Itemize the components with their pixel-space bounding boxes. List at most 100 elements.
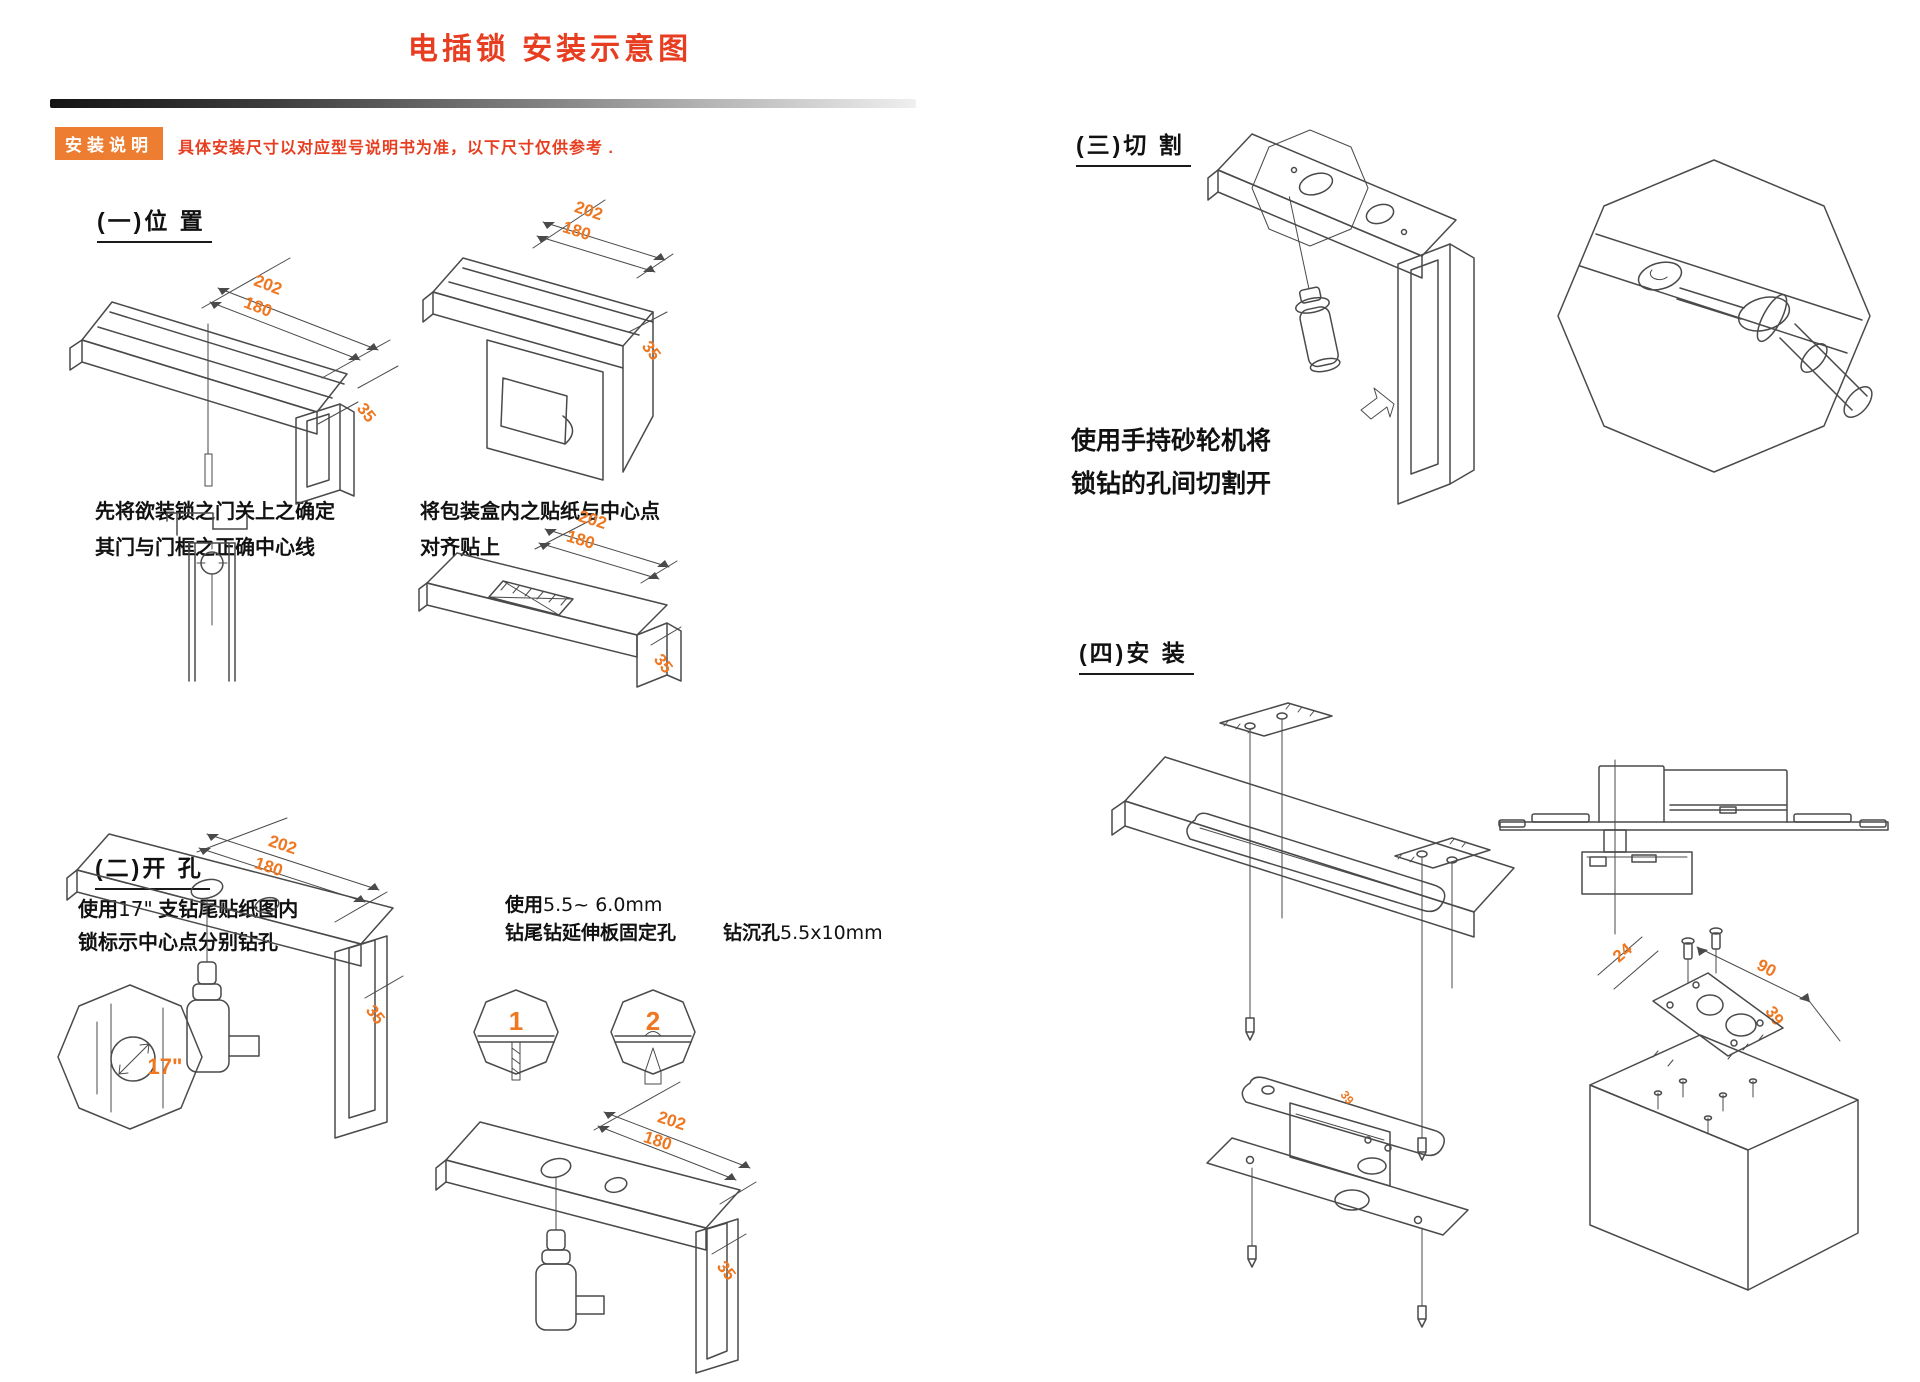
lock-body-side (1598, 765, 1788, 823)
grinder-tool (1288, 196, 1341, 373)
dim-35: 35 (650, 650, 677, 677)
caption-position-a-line2: 其门与门框之正确中心线 (95, 537, 315, 559)
detail-balloon-17: 17" (57, 984, 203, 1130)
caption-drilling-b-line2: 钻尾钻延伸板固定孔 (505, 923, 677, 944)
diagram-beam-sticker-top: 202 180 35 (418, 507, 682, 688)
caption-cutting: 使用手持砂轮机将 锁钻的孔间切割开 (1071, 420, 1271, 506)
gradient-divider (50, 99, 916, 108)
caption-position-b: 将包装盒内之贴纸与中心点 对齐贴上 (420, 494, 660, 566)
dimension-lines (201, 257, 399, 425)
diagram-install-exploded: 39 (1111, 702, 1515, 1328)
cut-lines (1676, 287, 1745, 320)
drill-tool (535, 1176, 605, 1331)
caption-drilling-b-pre: 使用 (505, 895, 544, 916)
drill-hole-1 (190, 878, 224, 900)
heading-cutting: (三)切 割 (1076, 126, 1191, 167)
frame-channel (1111, 756, 1515, 938)
dim-90: 90 (1754, 955, 1780, 981)
balloon-1-label: 1 (509, 1006, 523, 1036)
lock-hole-2 (1365, 203, 1395, 225)
caption-drilling-a-pre: 使用 (78, 899, 118, 921)
diagram-door-frame-plumbline: 202 180 35 (69, 257, 399, 505)
dim-35: 35 (713, 1257, 740, 1284)
dimension-lines (534, 516, 682, 646)
beam (418, 552, 682, 688)
drill-tool (186, 897, 260, 1073)
caption-drilling-c-pre: 钻沉孔 (723, 923, 781, 944)
dim-180: 180 (241, 293, 274, 321)
diagram-cutting-grinder (1207, 129, 1475, 505)
heading-position: (一)位 置 (97, 202, 212, 243)
hole-right (1737, 296, 1791, 332)
door-leaf (1589, 1034, 1859, 1291)
mount-plate-2 (1394, 837, 1491, 869)
bolt-and-strike (1581, 829, 1693, 895)
install-note-badge: 安装说明 (55, 127, 163, 160)
dimension-lines (532, 199, 674, 333)
dim-180: 180 (564, 527, 597, 553)
caption-cutting-line1: 使用手持砂轮机将 (1071, 427, 1272, 455)
long-screws (1245, 718, 1453, 1161)
caption-drilling-c: 钻沉孔5.5x10mm (723, 919, 883, 948)
diagram-drill-17inch: 17" 202 180 35 (57, 817, 404, 1139)
frame-slot (1186, 812, 1446, 913)
dim-180: 180 (560, 217, 593, 244)
dim-180: 180 (641, 1127, 674, 1154)
diagram-drill-bits: 1 2 (435, 989, 757, 1374)
door-frame-L (1207, 133, 1475, 505)
caption-drilling-a-line2: 锁标示中心点分别钻孔 (78, 932, 278, 954)
diagram-frame-cross-section (166, 512, 248, 682)
balloon-17-label: 17" (148, 1054, 183, 1079)
door-frame-beam (66, 833, 394, 1139)
balloon-outline (1557, 159, 1871, 473)
caption-drilling-b-num: 5.5~ 6.0mm (543, 894, 663, 916)
caption-position-b-line2: 对齐贴上 (420, 537, 500, 559)
dim-35: 35 (353, 399, 380, 426)
caption-position-a: 先将欲装锁之门关上之确定 其门与门框之正确中心线 (95, 494, 335, 566)
dim-35: 35 (638, 337, 665, 364)
detail-balloon-2: 2 (610, 989, 696, 1085)
install-note-text: 具体安装尺寸以对应型号说明书为准，以下尺寸仅供参考 . (178, 140, 614, 157)
plate-screws (1681, 927, 1723, 984)
face-plate (1206, 1137, 1469, 1328)
caption-position-b-line1: 将包装盒内之贴纸与中心点 (420, 501, 660, 523)
lock-hole-1 (1298, 172, 1334, 196)
dim-202: 202 (251, 271, 284, 299)
drill-hole-1 (540, 1157, 572, 1179)
detail-balloon-outline (1251, 129, 1369, 247)
grinder-shaft (1756, 293, 1873, 418)
grinding-disc (1756, 293, 1788, 343)
drill-hole-2 (604, 1176, 628, 1194)
frame-profile (166, 512, 248, 682)
door-frame-beam (69, 301, 355, 505)
caption-cutting-line2: 锁钻的孔间切割开 (1071, 470, 1272, 498)
heading-drilling: (二)开 孔 (95, 849, 210, 890)
dim-202: 202 (266, 831, 299, 858)
diagram-install-plate: 24 90 39 (1589, 927, 1859, 1291)
dimension-lines (196, 817, 404, 999)
dim-202: 202 (655, 1107, 688, 1134)
diagram-install-sideview (1498, 759, 1889, 935)
hole-left (1637, 261, 1683, 291)
caption-position-a-line1: 先将欲装锁之门关上之确定 (95, 501, 335, 523)
diagram-cutting-detail (1557, 159, 1873, 473)
sticker-sheet (500, 377, 574, 445)
detail-balloon-1: 1 (473, 989, 559, 1081)
diagram-frame-sticker: 202 180 35 (422, 197, 674, 481)
mount-plate-1 (1219, 702, 1333, 737)
mounting-plate (1652, 972, 1784, 1067)
door-screws (1653, 1078, 1758, 1135)
magnified-surface (1579, 233, 1863, 354)
dim-35: 35 (362, 1001, 389, 1028)
dim-39-small: 39 (1338, 1088, 1357, 1107)
page-title: 电插锁 安装示意图 (407, 33, 693, 66)
caption-drilling-a-num: 17" (118, 897, 153, 921)
sticker-strip (488, 580, 574, 616)
caption-drilling-c-num: 5.5x10mm (780, 922, 883, 944)
dimension-lines (593, 1081, 757, 1255)
direction-arrow (1360, 387, 1395, 420)
frame-plate (1498, 813, 1889, 831)
heading-mounting: (四)安 装 (1079, 634, 1194, 675)
balloon-2-label: 2 (646, 1006, 660, 1036)
